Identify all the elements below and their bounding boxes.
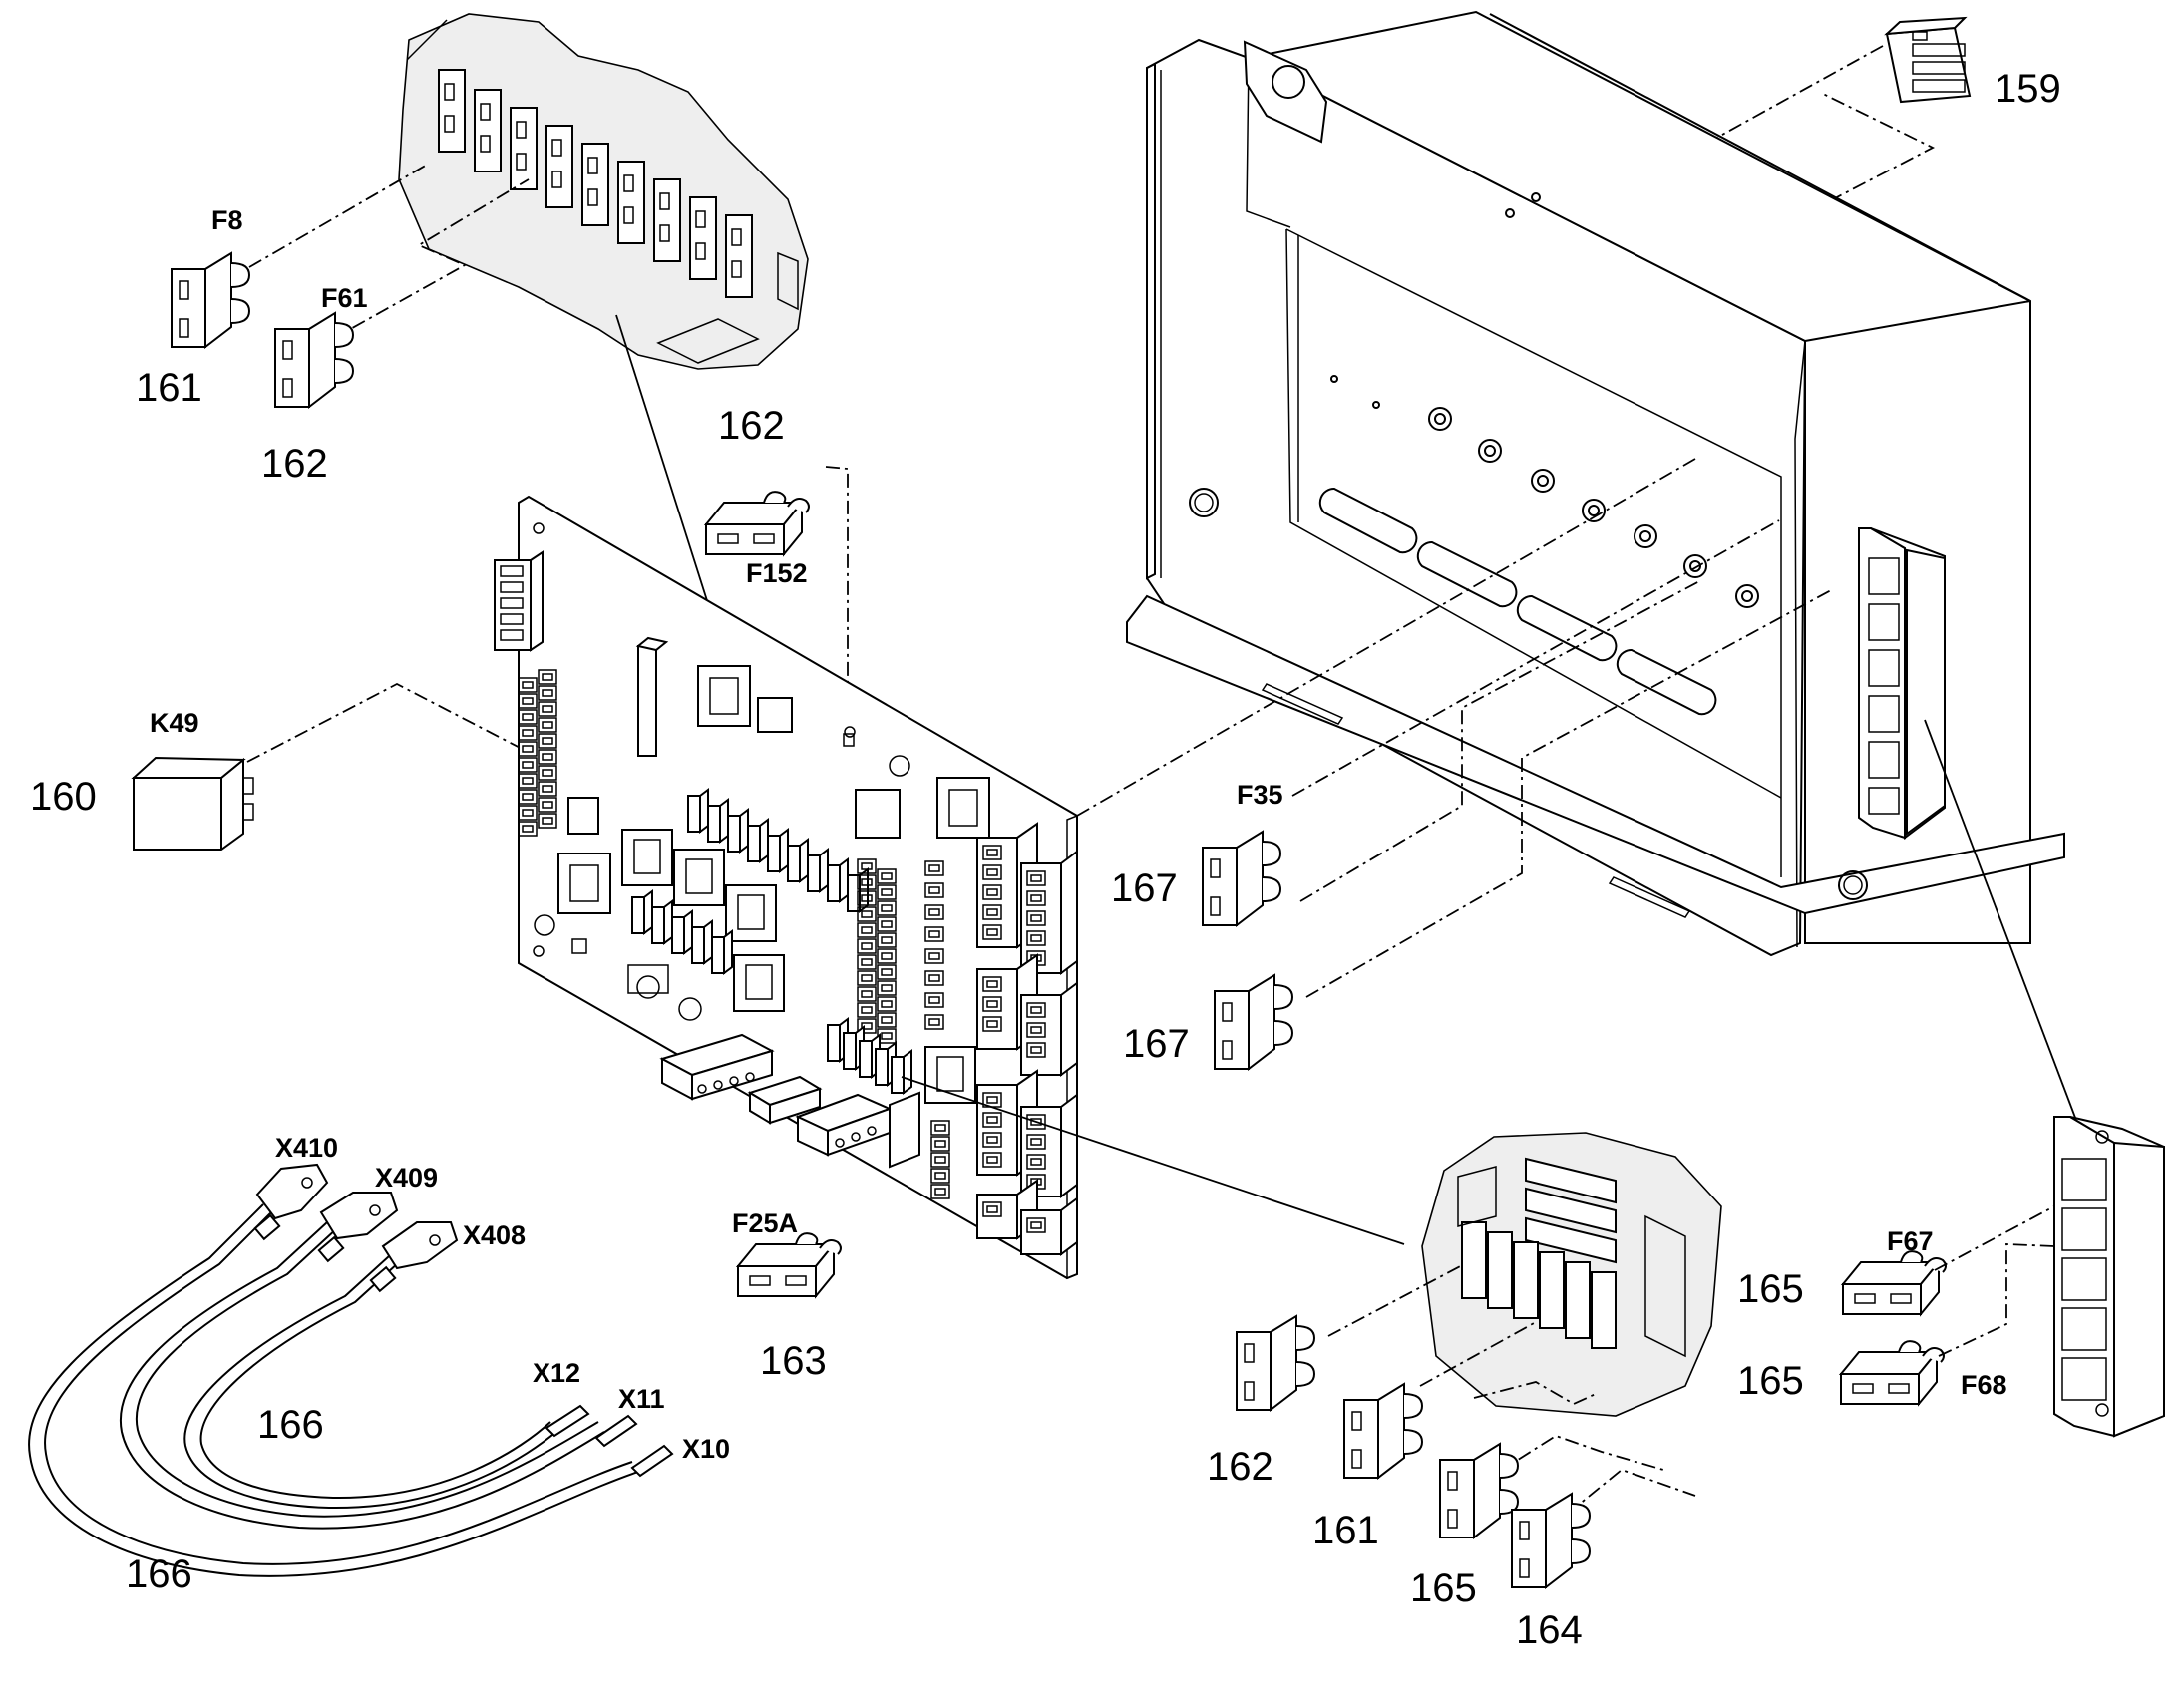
callout-165-bottom: 165 <box>1410 1566 1477 1610</box>
callout-160: 160 <box>30 775 97 819</box>
callout-162-top: 162 <box>718 404 785 448</box>
callout-165-F67: 165 <box>1737 1267 1804 1311</box>
circuit-board <box>494 495 1078 1280</box>
fuse-F152 <box>705 491 810 555</box>
label-X12: X12 <box>533 1358 580 1388</box>
callout-167-upper: 167 <box>1111 866 1178 910</box>
label-F35: F35 <box>1237 780 1283 810</box>
callout-161-left: 161 <box>136 366 202 410</box>
fuse-162-bottom <box>1236 1315 1315 1411</box>
fuse-block-detail-top <box>398 13 809 370</box>
callout-159: 159 <box>1995 67 2061 111</box>
label-X11: X11 <box>618 1384 665 1414</box>
terminal-strip-right <box>2053 1116 2165 1438</box>
relay-K49 <box>131 756 254 851</box>
label-K49: K49 <box>150 708 199 738</box>
label-X410: X410 <box>275 1133 338 1163</box>
fuse-F67 <box>1842 1250 1947 1315</box>
relay-159 <box>1884 16 1972 104</box>
fuse-165-bottom <box>1439 1443 1519 1538</box>
callout-161-bottom: 161 <box>1312 1509 1379 1552</box>
label-X408: X408 <box>463 1220 526 1250</box>
fuse-F25A <box>737 1232 842 1297</box>
label-X409: X409 <box>375 1163 438 1193</box>
callout-162-left: 162 <box>261 442 328 486</box>
fuse-F35 <box>1202 831 1281 926</box>
callout-166-lower: 166 <box>126 1552 192 1596</box>
fuse-F68 <box>1840 1340 1945 1405</box>
label-F68: F68 <box>1961 1370 2007 1400</box>
label-F25A: F25A <box>732 1208 798 1238</box>
callout-167-lower: 167 <box>1123 1022 1190 1066</box>
callout-166-upper: 166 <box>257 1403 324 1447</box>
label-F61: F61 <box>321 283 368 313</box>
callout-165-F68: 165 <box>1737 1359 1804 1403</box>
enclosure-box <box>1126 10 2065 957</box>
fuse-F61 <box>274 312 354 408</box>
fuse-F8 <box>171 252 250 348</box>
fuse-161-bottom <box>1343 1383 1423 1479</box>
label-F8: F8 <box>211 205 243 235</box>
label-F152: F152 <box>746 558 808 588</box>
callout-162-bottom: 162 <box>1207 1445 1273 1489</box>
fuse-block-detail-bottom <box>1421 1132 1722 1417</box>
fuse-164-bottom <box>1511 1493 1591 1588</box>
callout-163: 163 <box>760 1339 827 1383</box>
enclosure-terminal-strip <box>1858 527 1946 840</box>
fuse-167-lower <box>1214 974 1293 1070</box>
callout-164: 164 <box>1516 1608 1583 1652</box>
cable-set-166 <box>28 1163 674 1577</box>
label-F67: F67 <box>1887 1226 1934 1256</box>
label-X10: X10 <box>682 1434 730 1464</box>
